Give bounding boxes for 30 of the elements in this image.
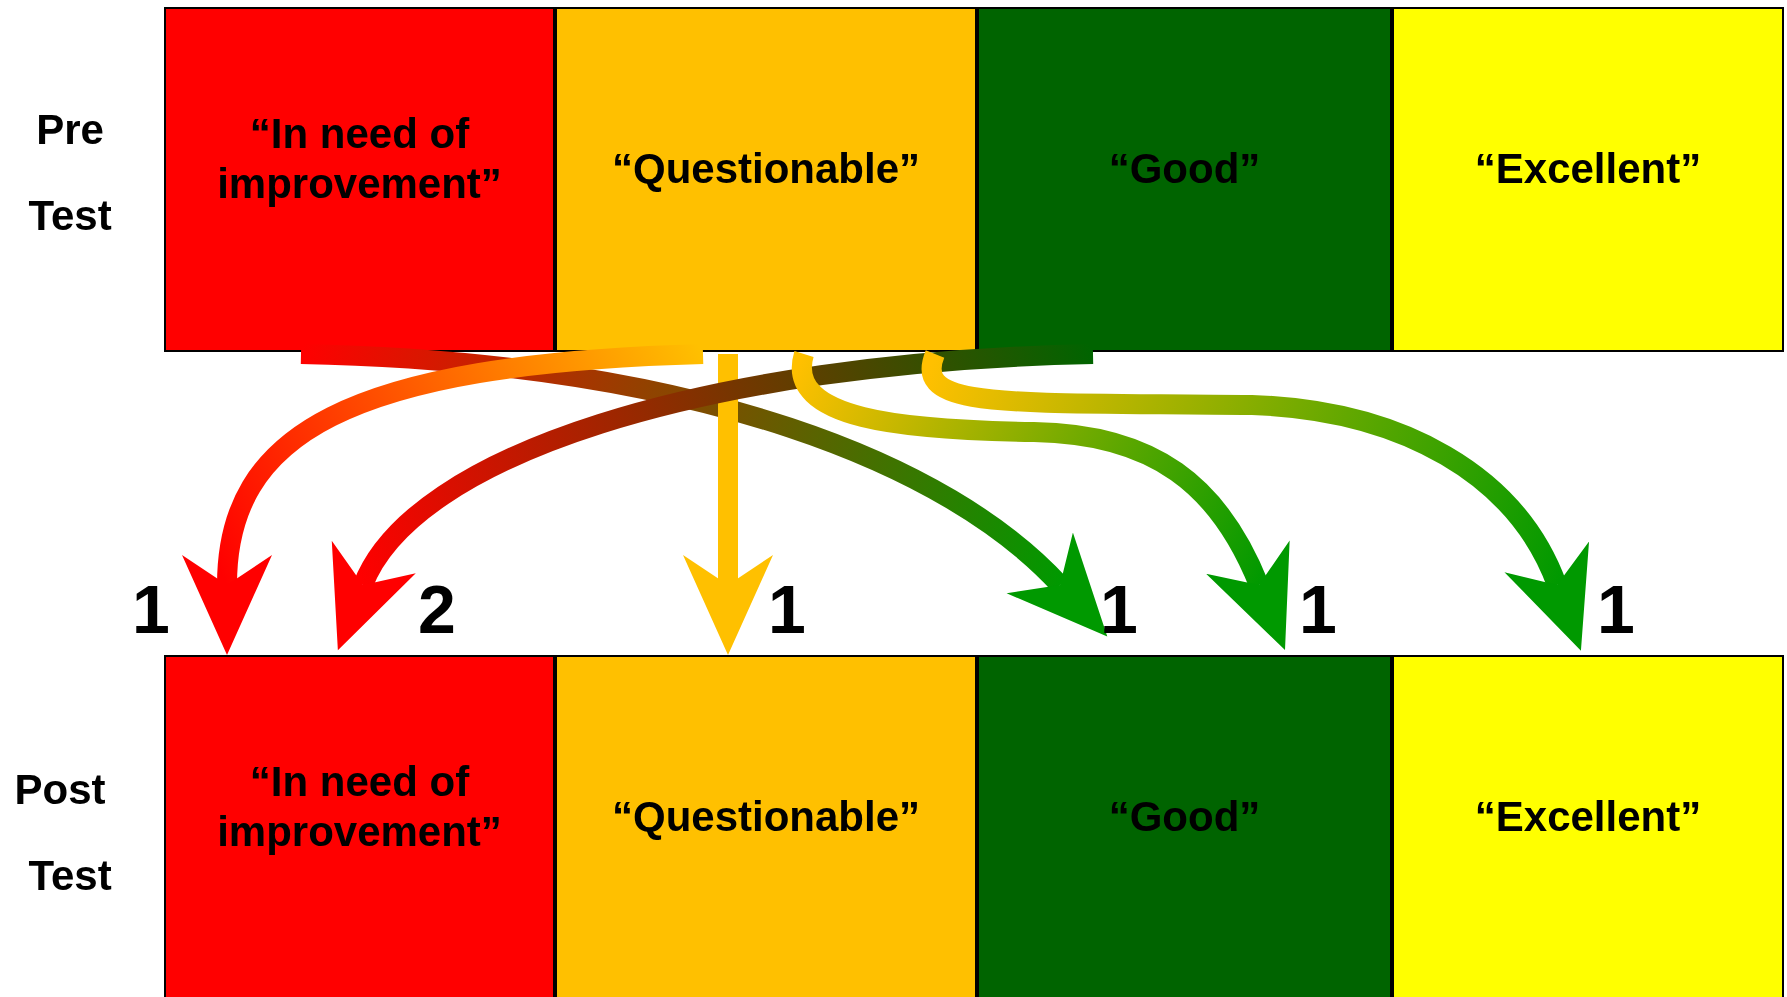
row-label: Pre	[35, 105, 105, 155]
row-label: Test	[27, 851, 113, 901]
edge-label: 1	[1100, 575, 1138, 643]
row-label: Post	[13, 765, 107, 815]
category-box	[555, 7, 977, 352]
category-box	[164, 655, 555, 997]
arrow	[683, 354, 773, 655]
category-box	[555, 655, 977, 997]
category-box	[164, 7, 555, 352]
category-box	[977, 655, 1392, 997]
edge-label: 2	[418, 575, 456, 643]
arrow	[922, 351, 1587, 650]
category-label: “Good”	[1108, 144, 1261, 194]
arrow	[184, 344, 704, 655]
edge-label: 1	[768, 575, 806, 643]
row-label: Test	[27, 191, 113, 241]
category-label: “Excellent”	[1474, 792, 1702, 842]
category-label: “In need of improvement”	[216, 109, 503, 210]
category-label: “Excellent”	[1474, 144, 1702, 194]
edge-label: 1	[1597, 575, 1635, 643]
edge-label: 1	[1299, 575, 1337, 643]
category-box	[1392, 7, 1784, 352]
category-box	[1392, 655, 1784, 997]
category-label: “In need of improvement”	[216, 757, 503, 858]
edge-label: 1	[132, 575, 170, 643]
category-box	[977, 7, 1392, 352]
arrow	[792, 352, 1289, 650]
category-label: “Questionable”	[611, 792, 921, 842]
category-label: “Questionable”	[611, 144, 921, 194]
category-label: “Good”	[1108, 792, 1261, 842]
